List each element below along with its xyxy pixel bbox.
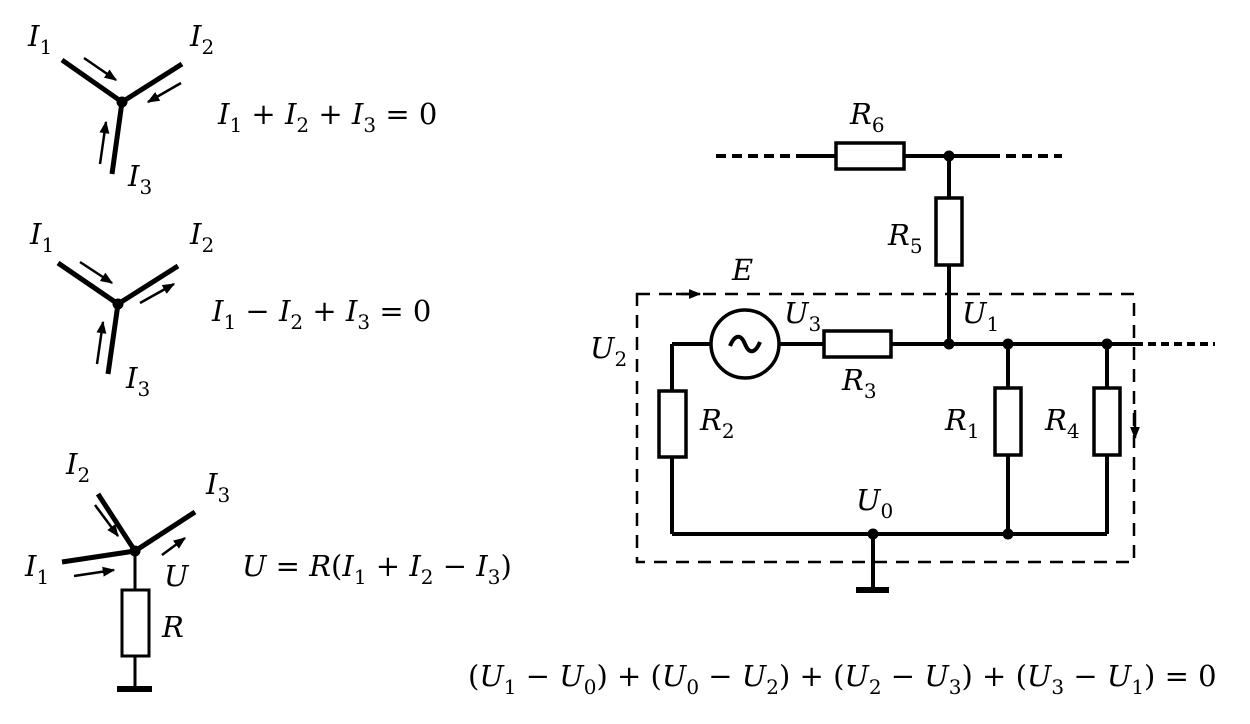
junction-c-label-r: R — [161, 610, 184, 644]
junction-b-wire-3 — [105, 303, 121, 375]
junction-c-arrow-i2 — [93, 504, 120, 538]
junction-b-label-i2: I2 — [189, 217, 214, 257]
junction-c-wire-3 — [133, 509, 197, 554]
junction-c-arrow-i1 — [73, 566, 116, 578]
junction-b-node — [112, 298, 124, 310]
junction-c: I2 I3 I1 U R U = R(I1 + I2 − I3) — [24, 447, 512, 692]
junction-b-wire-1 — [56, 260, 120, 307]
loop-equation: (U1 − U0) + (U0 − U2) + (U2 − U3) + (U3 … — [468, 659, 1217, 699]
label-r5: R5 — [887, 218, 923, 258]
junction-a-node — [116, 96, 128, 108]
label-r3: R3 — [841, 363, 877, 403]
resistor-r2 — [657, 389, 688, 459]
resistor-r5 — [934, 196, 964, 267]
junction-a-label-i2: I2 — [189, 19, 214, 59]
label-u3: U3 — [784, 296, 821, 336]
junction-a-equation: I1 + I2 + I3 = 0 — [217, 97, 437, 137]
junction-c-wire-2 — [95, 492, 138, 553]
resistor-r1 — [993, 386, 1023, 457]
junction-a-label-i3: I3 — [127, 159, 152, 199]
label-r2: R2 — [699, 403, 735, 443]
junction-c-label-i2: I2 — [65, 447, 90, 487]
node-u1 — [943, 338, 955, 350]
junction-b-wire-2 — [116, 263, 180, 307]
junction-c-label-i1: I1 — [24, 549, 49, 589]
resistor-r3 — [822, 329, 893, 359]
label-r4: R4 — [1044, 403, 1080, 443]
junction-b-equation: I1 − I2 + I3 = 0 — [211, 294, 431, 334]
resistor-r4 — [1092, 386, 1122, 457]
junction-a: I1 I2 I3 I1 + I2 + I3 = 0 — [27, 19, 437, 199]
junction-b-label-i1: I1 — [29, 217, 54, 257]
label-u2: U2 — [590, 331, 627, 371]
label-r1: R1 — [944, 403, 980, 443]
resistor-r6 — [834, 141, 906, 171]
label-u0: U0 — [856, 483, 893, 523]
resistor-r — [120, 588, 151, 658]
junction-c-arrow-i3 — [161, 536, 187, 557]
junction-b-label-i3: I3 — [125, 361, 150, 401]
junction-c-equation: U = R(I1 + I2 − I3) — [242, 549, 512, 589]
junction-c-label-u: U — [164, 559, 190, 593]
junction-c-wire-1 — [61, 548, 136, 565]
circuit: R6 R5 E U3 U1 U2 R3 R2 R1 R4 U0 — [590, 97, 1215, 593]
junction-a-wire-2 — [120, 61, 184, 105]
junction-c-node — [129, 545, 141, 557]
junction-b-arrow-i3 — [95, 320, 107, 365]
junction-b-arrow-i1 — [79, 260, 114, 285]
node-r1-bottom — [1002, 528, 1014, 540]
junction-b-arrow-i2 — [139, 282, 176, 305]
junction-c-label-i3: I3 — [205, 467, 230, 507]
label-r6: R6 — [849, 97, 885, 137]
mesh-loop-boundary — [635, 292, 1136, 564]
ac-source-tilde-icon — [728, 334, 762, 354]
junction-a-wire-1 — [60, 57, 124, 105]
junction-a-arrow-i2 — [146, 81, 182, 104]
label-e: E — [731, 253, 753, 287]
junction-a-wire-3 — [109, 101, 125, 175]
label-u1: U1 — [962, 296, 999, 336]
junction-a-arrow-i3 — [98, 120, 110, 165]
junction-a-label-i1: I1 — [27, 19, 52, 59]
junction-b: I1 I2 I3 I1 − I2 + I3 = 0 — [29, 217, 431, 401]
junction-a-arrow-i1 — [83, 56, 118, 82]
